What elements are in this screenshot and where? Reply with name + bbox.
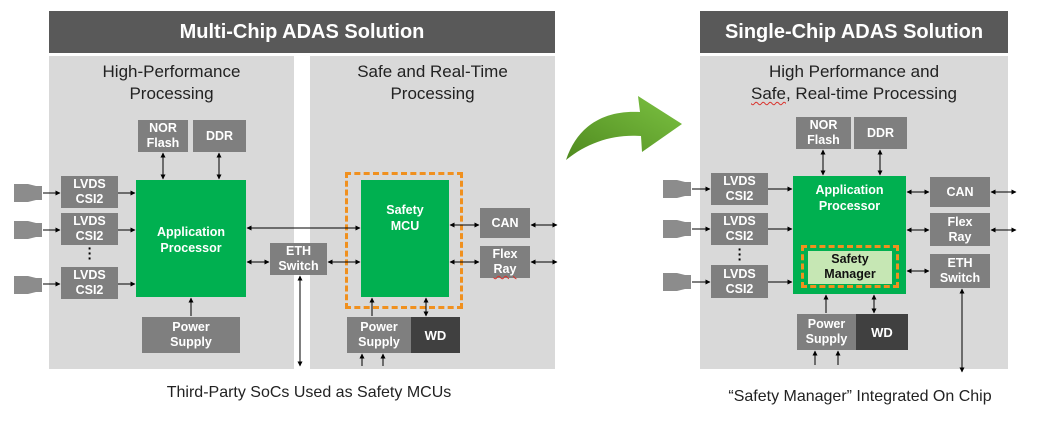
single-chip-header: Single-Chip ADAS Solution <box>700 11 1008 53</box>
lvds-csi2-box-3: LVDS CSI2 <box>61 267 118 299</box>
lvds-csi2-box-2: LVDS CSI2 <box>61 213 118 245</box>
can-box-single: CAN <box>930 177 990 207</box>
nor-flash-box: NOR Flash <box>138 120 188 152</box>
single-chip-title-line2: Safe, Real-time Processing <box>700 83 1008 105</box>
watchdog-box: WD <box>411 317 460 353</box>
safe-realtime-title: Safe and Real-Time Processing <box>357 62 508 103</box>
ray-label: Ray <box>493 262 517 276</box>
ellipsis-dots-single: ··· <box>737 241 743 267</box>
safety-mcu: Safety MCU <box>361 180 449 297</box>
lvds-csi2-box-1: LVDS CSI2 <box>61 176 118 208</box>
single-chip-title: High Performance and Safe, Real-time Pro… <box>700 61 1008 105</box>
eth-switch-box-single: ETH Switch <box>930 254 990 288</box>
multi-chip-header: Multi-Chip ADAS Solution <box>49 11 555 53</box>
camera-icon <box>14 221 42 239</box>
can-box: CAN <box>480 208 530 238</box>
safety-mcu-dashed-border <box>345 172 463 309</box>
ddr-box: DDR <box>193 120 246 152</box>
flex-ray-box: Flex Ray <box>480 246 530 278</box>
ellipsis-dots: ··· <box>87 240 93 266</box>
power-supply-box: Power Supply <box>142 317 240 353</box>
single-chip-caption: “Safety Manager” Integrated On Chip <box>728 388 992 405</box>
safe-word: Safe <box>751 84 786 103</box>
single-chip-title-line1: High Performance and <box>768 62 940 81</box>
camera-icon <box>663 180 691 198</box>
high-performance-title: High-Performance Processing <box>102 62 241 103</box>
safety-manager-dashed-border <box>801 245 899 288</box>
flex-label: Flex <box>492 247 518 261</box>
safety-manager: Safety Manager <box>808 251 892 284</box>
power-supply-box-mcu: Power Supply <box>347 317 411 353</box>
watchdog-box-single: WD <box>856 314 908 350</box>
flex-ray-box-single: Flex Ray <box>930 213 990 246</box>
power-supply-box-single: Power Supply <box>797 314 856 350</box>
camera-icon <box>663 273 691 291</box>
multi-chip-caption: Third-Party SoCs Used as Safety MCUs <box>166 384 452 401</box>
transition-arrow-icon <box>566 96 682 160</box>
lvds-csi2-single-2: LVDS CSI2 <box>711 213 768 245</box>
eth-switch-box: ETH Switch <box>270 243 327 275</box>
camera-icon <box>663 220 691 238</box>
camera-icon <box>14 276 42 294</box>
title-rest: , Real-time Processing <box>785 84 957 103</box>
nor-flash-box-single: NOR Flash <box>796 117 851 149</box>
ddr-box-single: DDR <box>854 117 907 149</box>
lvds-csi2-single-1: LVDS CSI2 <box>711 173 768 205</box>
application-processor: Application Processor <box>136 180 246 297</box>
lvds-csi2-single-3: LVDS CSI2 <box>711 265 768 298</box>
camera-icon <box>14 184 42 202</box>
